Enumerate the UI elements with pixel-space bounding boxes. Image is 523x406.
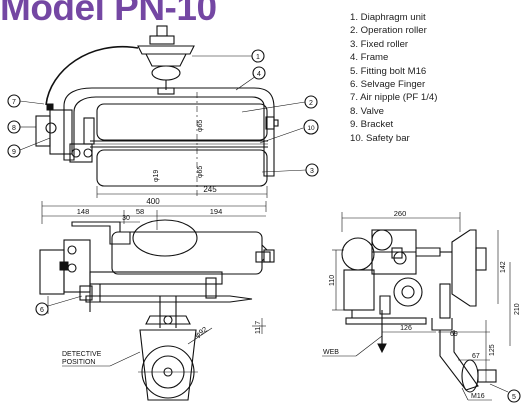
parts-list-item: 3. Fixed roller bbox=[350, 38, 409, 50]
dim-126: 126 bbox=[400, 325, 412, 332]
side-view: 260 110 142 210 125 126 6 bbox=[322, 209, 521, 401]
callout-circle bbox=[7, 144, 21, 158]
dim-d92: φ92 bbox=[193, 325, 209, 340]
dim-245: 245 bbox=[203, 185, 217, 194]
callout-4: 4 bbox=[257, 71, 261, 78]
dim-67: 67 bbox=[472, 353, 480, 360]
front-view: 400 148 58 194 30 bbox=[39, 197, 275, 401]
page-title: Model PN-10 bbox=[0, 0, 217, 28]
detective-label-line2: POSITION bbox=[62, 359, 95, 366]
fixed-roller bbox=[96, 149, 268, 187]
bolt-label: M16 bbox=[471, 393, 485, 400]
parts-list-item: 2. Operation roller bbox=[350, 25, 427, 37]
callouts: 1 4 2 10 3 7 8 9 6 5 bbox=[7, 49, 521, 403]
callout-9: 9 bbox=[12, 149, 16, 156]
parts-list-item: 6. Selvage Finger bbox=[350, 79, 426, 91]
parts-list: 1. Diaphragm unit 2. Operation roller 3.… bbox=[350, 11, 437, 145]
callout-circle bbox=[303, 119, 319, 135]
left-hardware bbox=[35, 103, 95, 163]
safety-bar bbox=[90, 140, 268, 148]
dim-400: 400 bbox=[146, 197, 160, 206]
callout-circle bbox=[252, 66, 266, 80]
frame bbox=[63, 87, 275, 177]
dim-58: 58 bbox=[136, 207, 144, 216]
callout-8: 8 bbox=[12, 125, 16, 132]
dim-d65-bot: φ65 bbox=[197, 166, 204, 178]
parts-list-item: 4. Frame bbox=[350, 52, 389, 64]
parts-list-item: 1. Diaphragm unit bbox=[350, 12, 426, 23]
air-hose bbox=[45, 45, 139, 106]
callout-circle bbox=[304, 95, 318, 109]
callout-circle bbox=[305, 163, 319, 177]
dim-110: 110 bbox=[329, 275, 336, 286]
dim-194: 194 bbox=[210, 207, 223, 216]
operation-roller bbox=[96, 103, 279, 141]
top-view: φ65 φ65 φ19 245 bbox=[35, 25, 279, 198]
callout-2: 2 bbox=[309, 100, 313, 107]
detective-label-line1: DETECTIVE bbox=[62, 351, 102, 358]
parts-list-item: 9. Bracket bbox=[350, 119, 394, 131]
diaphragm-unit bbox=[137, 25, 195, 95]
parts-list-item: 8. Valve bbox=[350, 105, 384, 117]
callout-3: 3 bbox=[310, 168, 314, 175]
callout-circle bbox=[35, 302, 49, 316]
dim-125: 125 bbox=[489, 344, 496, 356]
parts-list-item: 7. Air nipple (PF 1/4) bbox=[350, 92, 438, 104]
callout-7: 7 bbox=[12, 99, 16, 106]
callout-circle bbox=[7, 120, 21, 134]
callout-1: 1 bbox=[256, 54, 260, 61]
callout-circle bbox=[507, 389, 521, 403]
dim-142: 142 bbox=[500, 261, 507, 273]
dim-210: 210 bbox=[514, 303, 521, 315]
dim-148: 148 bbox=[77, 207, 90, 216]
parts-list-item: 5. Fitting bolt M16 bbox=[350, 65, 427, 77]
dim-11-7: 11.7 bbox=[255, 321, 262, 334]
web-label: WEB bbox=[323, 349, 339, 356]
parts-list-item: 10. Safety bar bbox=[350, 132, 410, 144]
callout-5: 5 bbox=[512, 394, 516, 401]
dim-260: 260 bbox=[394, 209, 407, 218]
callout-circle bbox=[251, 49, 265, 63]
callout-10: 10 bbox=[307, 125, 315, 132]
dim-69: 69 bbox=[450, 331, 458, 338]
dim-d65-top: φ65 bbox=[197, 120, 204, 132]
dim-d19: φ19 bbox=[153, 170, 160, 182]
callout-6: 6 bbox=[40, 307, 44, 314]
callout-circle bbox=[7, 94, 21, 108]
dim-30: 30 bbox=[122, 215, 130, 222]
